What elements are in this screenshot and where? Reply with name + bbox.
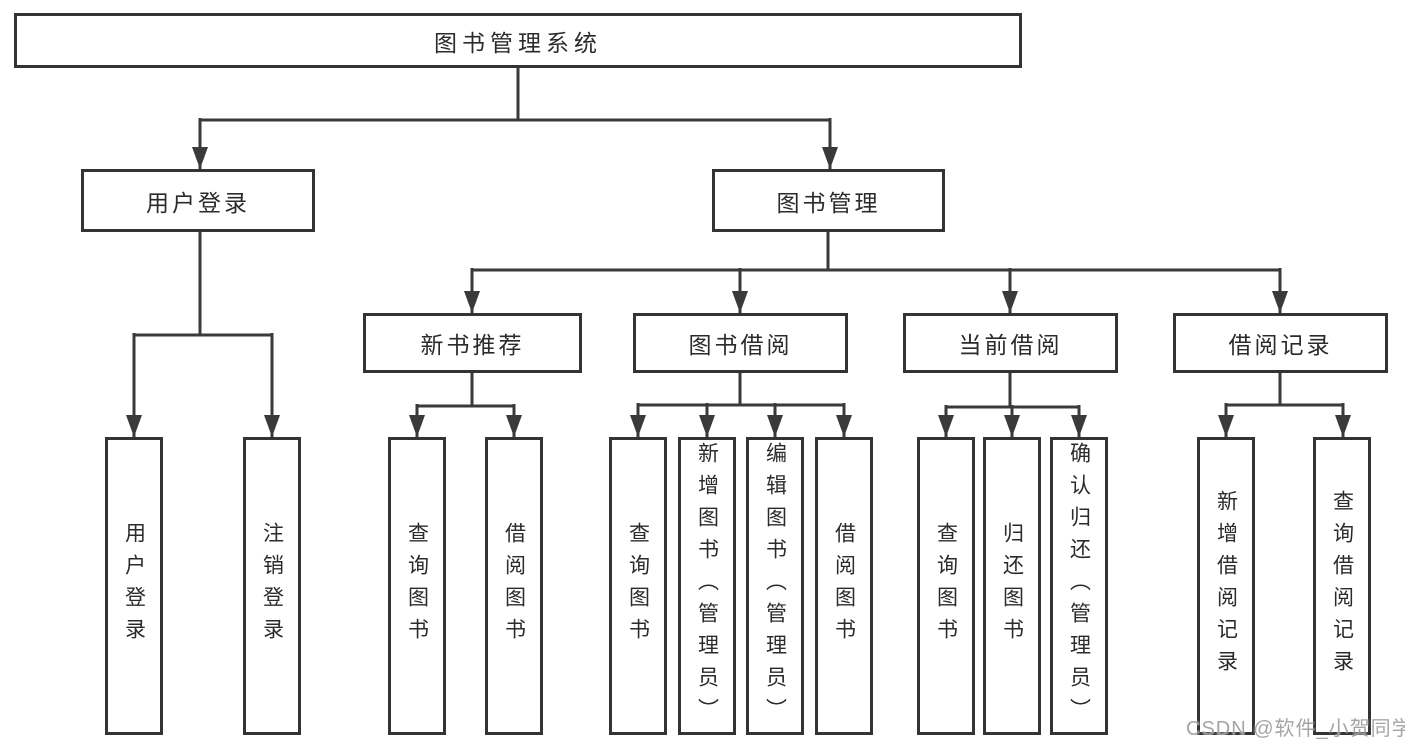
connector-group-book-borrowing: [630, 373, 852, 437]
node-leaf-return-books: 归还图书: [983, 437, 1041, 735]
node-label: 查询借阅记录: [1330, 490, 1354, 682]
node-label: 借阅图书: [832, 522, 856, 650]
node-library-management-system: 图书管理系统: [14, 13, 1022, 68]
node-label: 图书管理: [776, 189, 881, 216]
node-label: 用户登录: [146, 189, 250, 216]
node-book-management-module: 图书管理: [712, 169, 945, 232]
node-label: 图书管理系统: [434, 29, 602, 56]
node-leaf-query-borrow-record: 查询借阅记录: [1313, 437, 1371, 735]
node-leaf-add-borrow-record: 新增借阅记录: [1197, 437, 1255, 735]
node-leaf-borrow-books-recommend: 借阅图书: [485, 437, 543, 735]
node-label: 新书推荐: [420, 332, 525, 358]
node-label: 新增借阅记录: [1214, 490, 1238, 682]
node-leaf-query-books-current: 查询图书: [917, 437, 975, 735]
node-leaf-edit-books-admin: 编辑图书（管理员）: [746, 437, 804, 735]
node-label: 查询图书: [934, 522, 958, 650]
node-book-borrowing: 图书借阅: [633, 313, 848, 373]
connector-group-book-management: [464, 232, 1288, 313]
node-leaf-query-books-recommend: 查询图书: [388, 437, 446, 735]
connector-group-user-login: [126, 232, 280, 437]
node-label: 借阅图书: [502, 522, 526, 650]
node-leaf-user-login: 用户登录: [105, 437, 163, 735]
node-label: 确认归还（管理员）: [1067, 442, 1091, 730]
node-leaf-query-books-borrowing: 查询图书: [609, 437, 667, 735]
node-leaf-borrow-books: 借阅图书: [815, 437, 873, 735]
node-label: 编辑图书（管理员）: [763, 442, 787, 730]
node-borrowing-records: 借阅记录: [1173, 313, 1388, 373]
node-label: 借阅记录: [1228, 332, 1333, 358]
node-leaf-logout: 注销登录: [243, 437, 301, 735]
connector-group-borrowing-records: [1218, 373, 1351, 437]
node-leaf-confirm-return-admin: 确认归还（管理员）: [1050, 437, 1108, 735]
node-label: 新增图书（管理员）: [695, 442, 719, 730]
connector-group-root: [192, 68, 838, 169]
node-label: 注销登录: [260, 522, 284, 650]
node-label: 查询图书: [626, 522, 650, 650]
node-leaf-add-books-admin: 新增图书（管理员）: [678, 437, 736, 735]
node-label: 当前借阅: [958, 332, 1063, 358]
node-label: 用户登录: [122, 522, 146, 650]
node-user-login-module: 用户登录: [81, 169, 315, 232]
node-label: 查询图书: [405, 522, 429, 650]
node-label: 图书借阅: [688, 332, 793, 358]
node-label: 归还图书: [1000, 522, 1024, 650]
node-new-book-recommend: 新书推荐: [363, 313, 582, 373]
node-current-borrowing: 当前借阅: [903, 313, 1118, 373]
connector-group-new-book-recommend: [409, 373, 522, 437]
connector-group-current-borrowing: [938, 373, 1087, 437]
